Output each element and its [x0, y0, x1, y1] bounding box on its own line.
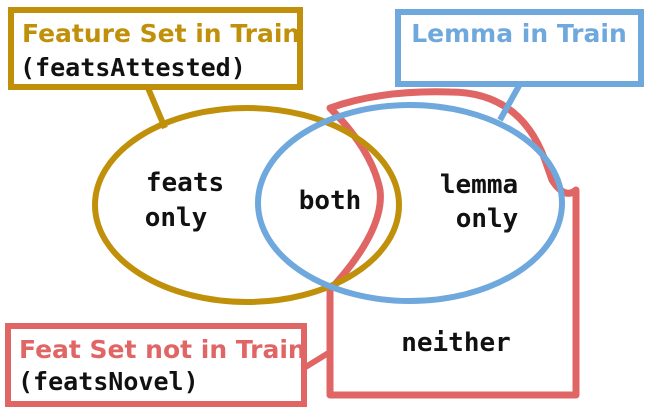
lemma-only-label-line2: only [456, 204, 519, 234]
feats-label-title: Feature Set in Train [22, 19, 300, 48]
novel-label-title: Feat Set not in Train [19, 335, 306, 364]
lemma-connector-line [497, 82, 523, 122]
lemma-in-train-circle [255, 102, 565, 304]
feats-label-code: (featsAttested) [20, 53, 246, 82]
novel-label-code: (featsNovel) [18, 367, 199, 396]
both-label: both [299, 186, 362, 216]
neither-label: neither [401, 328, 511, 358]
lemma-label-title: Lemma in Train [411, 19, 627, 48]
lemma-label-box [395, 9, 644, 87]
feats-attested-circle [92, 105, 402, 305]
feats-only-label-line1: feats [146, 168, 224, 198]
novel-connector-line [302, 349, 332, 371]
feats-label-box [8, 7, 303, 90]
feats-connector-line [145, 86, 168, 130]
lemma-only-label-line1: lemma [440, 170, 518, 200]
feats-only-label-line2: only [145, 203, 208, 233]
novel-label-box [5, 323, 307, 407]
